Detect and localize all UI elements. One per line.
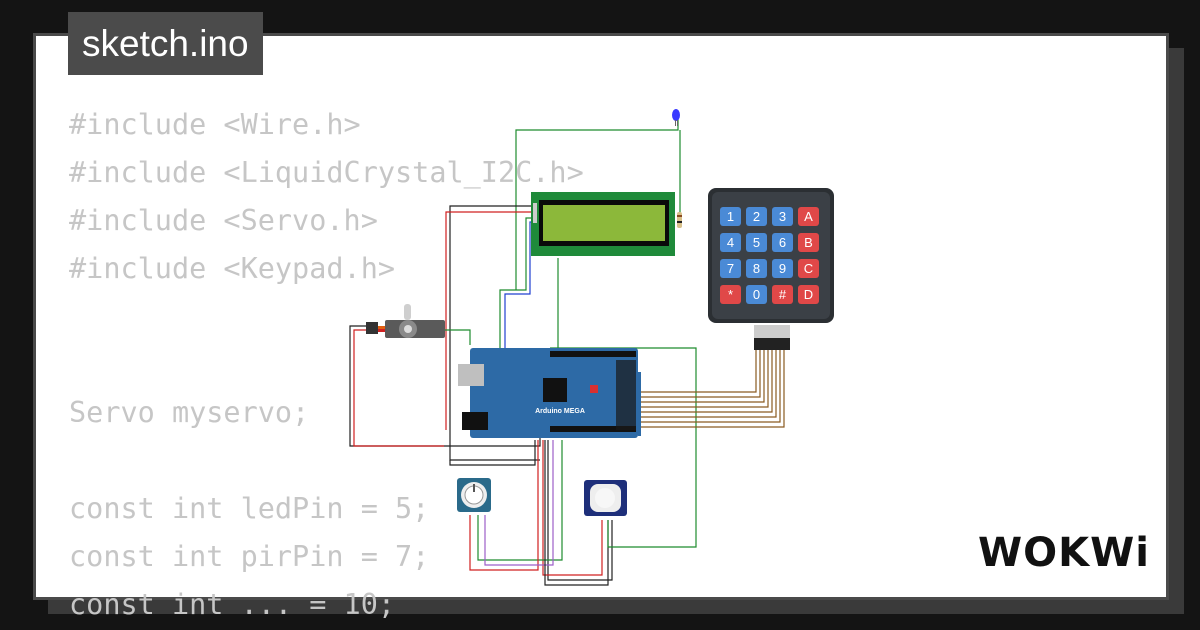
- keypad-key[interactable]: B: [798, 233, 819, 252]
- pir-sensor[interactable]: [584, 480, 627, 516]
- keypad-key-face: [798, 207, 819, 226]
- code-line-2: #include <LiquidCrystal_I2C.h>: [69, 156, 584, 189]
- keypad-key-label: 3: [779, 209, 786, 224]
- keypad-key-face: [746, 207, 767, 226]
- keypad-key[interactable]: *: [720, 285, 741, 304]
- keypad-key[interactable]: 4: [720, 233, 741, 252]
- keypad-key-face: [772, 233, 793, 252]
- keypad-key-label: B: [804, 235, 813, 250]
- code-line-4: #include <Keypad.h>: [69, 252, 396, 285]
- keypad-key-label: 2: [753, 209, 760, 224]
- keypad-key-label: *: [728, 287, 733, 302]
- potentiometer[interactable]: [457, 478, 491, 512]
- keypad-key-label: 1: [727, 209, 734, 224]
- code-line-11: const int ... = 10;: [69, 588, 396, 621]
- keypad-key-face: [720, 285, 741, 304]
- keypad-key-label: C: [804, 261, 813, 276]
- keypad-key-face: [746, 259, 767, 278]
- code-line-1: #include <Wire.h>: [69, 108, 361, 141]
- board-label: Arduino MEGA: [535, 408, 585, 415]
- wokwi-logo: WOKWi: [978, 530, 1150, 576]
- code-line-3: #include <Servo.h>: [69, 204, 378, 237]
- led[interactable]: [672, 109, 680, 126]
- keypad-key-face: [798, 259, 819, 278]
- keypad-key-face: [720, 259, 741, 278]
- keypad-key[interactable]: 8: [746, 259, 767, 278]
- keypad-key-label: #: [779, 287, 787, 302]
- arduino-mega[interactable]: Arduino MEGA: [458, 348, 641, 438]
- keypad-key[interactable]: A: [798, 207, 819, 226]
- lcd-display[interactable]: [531, 192, 675, 256]
- keypad-key-label: D: [804, 287, 813, 302]
- keypad-key[interactable]: 2: [746, 207, 767, 226]
- keypad-key-label: 0: [753, 287, 760, 302]
- sketch-title: sketch.ino: [68, 12, 263, 75]
- keypad[interactable]: 1 2 3 A 4 5 6 B 7 8 9 C * 0 # D: [708, 188, 834, 350]
- keypad-key[interactable]: 6: [772, 233, 793, 252]
- keypad-key-face: [720, 207, 741, 226]
- code-line-9: const int ledPin = 5;: [69, 492, 430, 525]
- keypad-key-label: 9: [779, 261, 786, 276]
- wokwi-logo-text: WOKWi: [978, 530, 1150, 576]
- keypad-key-face: [746, 233, 767, 252]
- keypad-key-face: [798, 285, 819, 304]
- code-line-10: const int pirPin = 7;: [69, 540, 430, 573]
- keypad-key-face: [772, 207, 793, 226]
- keypad-key[interactable]: 5: [746, 233, 767, 252]
- keypad-key[interactable]: D: [798, 285, 819, 304]
- keypad-key[interactable]: 9: [772, 259, 793, 278]
- code-line-7: Servo myservo;: [69, 396, 310, 429]
- keypad-key[interactable]: 3: [772, 207, 793, 226]
- keypad-key-face: [746, 285, 767, 304]
- resistor[interactable]: [677, 212, 682, 228]
- keypad-key-face: [798, 233, 819, 252]
- keypad-key-label: 7: [727, 261, 734, 276]
- keypad-key[interactable]: #: [772, 285, 793, 304]
- servo[interactable]: [366, 304, 445, 338]
- keypad-key-label: 4: [727, 235, 734, 250]
- keypad-keys: 1 2 3 A 4 5 6 B 7 8 9 C * 0 # D: [720, 207, 819, 304]
- keypad-key[interactable]: 1: [720, 207, 741, 226]
- keypad-key-label: A: [804, 209, 813, 224]
- keypad-key-face: [772, 259, 793, 278]
- keypad-key[interactable]: C: [798, 259, 819, 278]
- keypad-key[interactable]: 0: [746, 285, 767, 304]
- keypad-key-label: 5: [753, 235, 760, 250]
- keypad-key-face: [720, 233, 741, 252]
- keypad-key[interactable]: 7: [720, 259, 741, 278]
- keypad-key-label: 6: [779, 235, 786, 250]
- keypad-key-face: [772, 285, 793, 304]
- keypad-key-label: 8: [753, 261, 760, 276]
- code-card: #include <Wire.h> #include <LiquidCrysta…: [33, 33, 1169, 619]
